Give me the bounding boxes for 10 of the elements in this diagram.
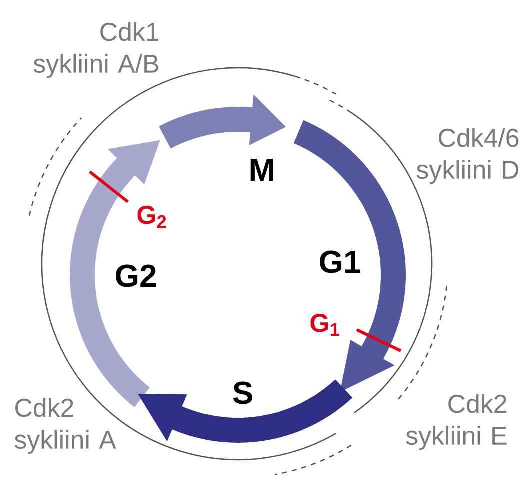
phase-label: M <box>250 159 274 181</box>
phase-label: G1 <box>320 250 360 274</box>
checkpoint-label: G$_{1}$ <box>310 314 340 336</box>
phase-label: S <box>233 382 252 404</box>
cyclin-label: Cdk2 sykliini E <box>406 394 507 450</box>
cyclin-label: Cdk1 sykliini A/B <box>34 22 159 78</box>
cyclin-label: Cdk4/6 sykliini D <box>416 128 519 184</box>
cyclin-label: Cdk2 sykliini A <box>14 398 116 454</box>
phase-label: G2 <box>116 264 156 288</box>
checkpoint-label: G$_{2}$ <box>138 206 166 228</box>
